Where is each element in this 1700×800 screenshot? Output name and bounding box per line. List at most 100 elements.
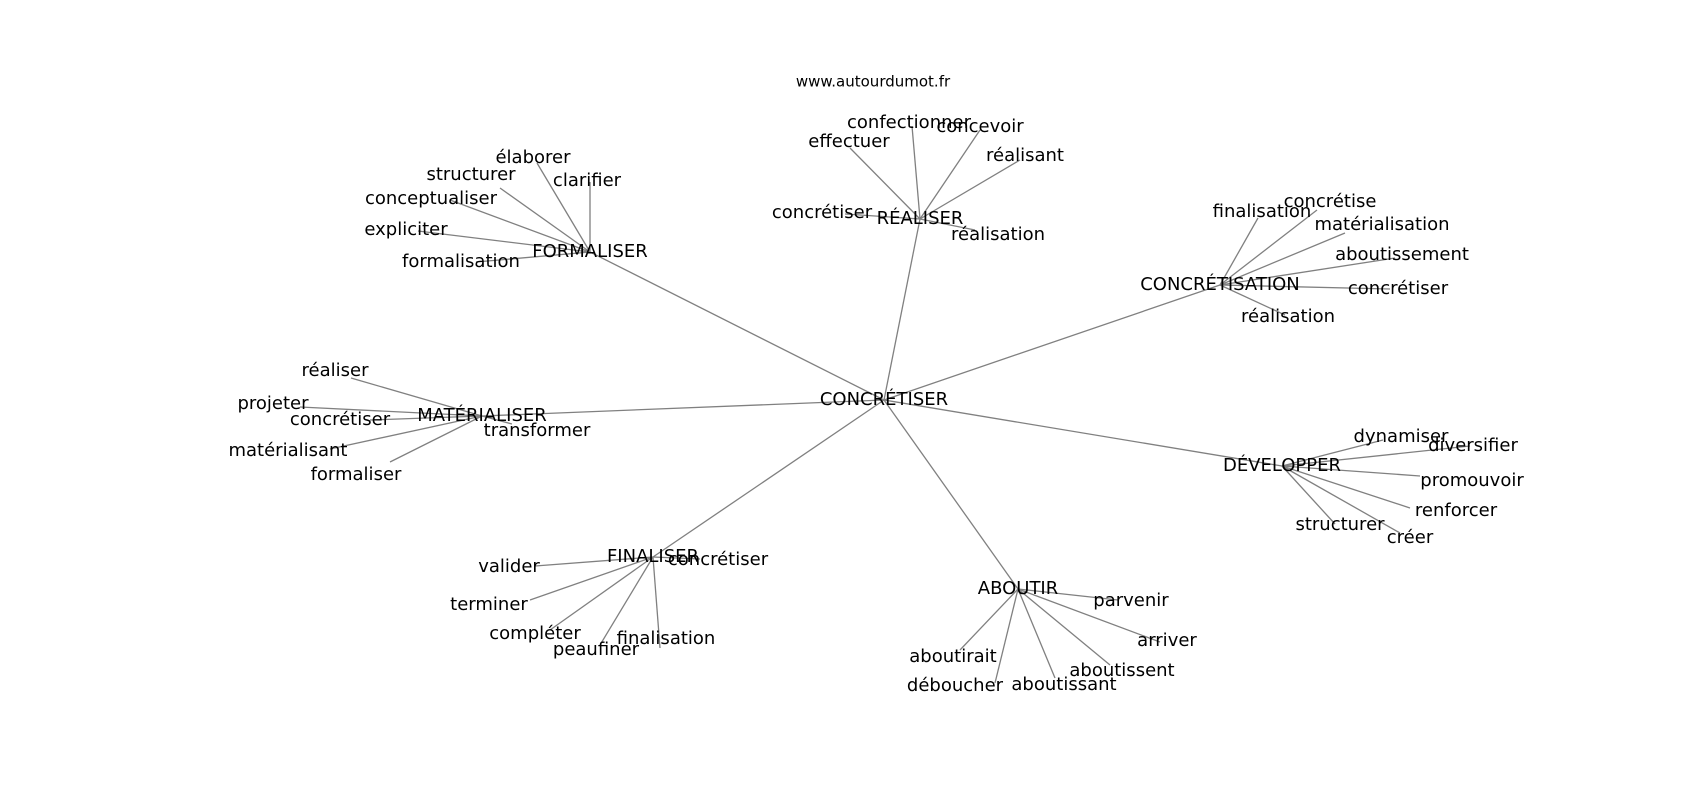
edge-developper-diversifier [1281,445,1471,467]
edge-formaliser-expliciter [417,230,591,253]
node-word-structurer[interactable]: structurer [426,164,516,185]
edge-materialiser-concretiser [369,415,483,421]
node-hub-materialiser[interactable]: MATÉRIALISER [417,404,547,426]
node-word-concretiser[interactable]: concrétiser [290,409,391,430]
edge-center-materialiser [481,399,885,417]
node-word-promouvoir[interactable]: promouvoir [1420,470,1524,491]
edge-materialiser-projeter [299,406,483,417]
edge-concretisation-concretiser [1219,284,1391,290]
node-word-materialisant[interactable]: matérialisant [228,440,347,461]
edge-center-concretisation [883,284,1221,401]
edge-formaliser-structurer [499,187,591,253]
node-word-materialisation[interactable]: matérialisation [1314,214,1449,235]
labels: www.autourdumot.fr CONCRÉTISER FORMALISER… [228,73,1524,697]
edge-finaliser-terminer [529,556,654,601]
edge-realiser-effectuer [849,147,921,220]
edge-realiser-concevoir [919,129,981,220]
edge-finaliser-valider [534,556,654,567]
edge-aboutir-aboutissent [1017,588,1111,666]
edge-aboutir-aboutissant [1017,588,1056,679]
node-hub-finaliser[interactable]: FINALISER [607,546,699,567]
edge-center-aboutir [883,399,1019,590]
edge-finaliser-finalisation [652,556,661,649]
node-word-effectuer[interactable]: effectuer [808,131,890,152]
edge-developper-renforcer [1281,465,1411,509]
node-word-aboutissement[interactable]: aboutissement [1335,244,1469,265]
node-word-formaliser[interactable]: formaliser [311,464,402,485]
edge-developper-dynamiser [1281,439,1384,467]
edge-materialiser-transformer [481,415,513,425]
edge-developper-promouvoir [1281,465,1421,477]
node-word-realiser[interactable]: réaliser [302,360,370,381]
edge-realiser-realisant [919,159,1021,220]
node-word-deboucher[interactable]: déboucher [907,675,1004,696]
node-word-renforcer[interactable]: renforcer [1415,500,1498,521]
edge-developper-creer [1281,465,1401,534]
node-word-terminer[interactable]: terminer [450,594,528,615]
node-center-concretiser[interactable]: CONCRÉTISER [820,388,948,410]
node-word-expliciter[interactable]: expliciter [364,219,448,240]
edge-materialiser-formaliser [389,415,483,463]
edge-aboutir-aboutirait [959,588,1019,651]
node-word-diversifier[interactable]: diversifier [1428,435,1518,456]
node-word-completer[interactable]: compléter [489,623,581,644]
node-word-realisant[interactable]: réalisant [986,145,1064,166]
node-word-confectionner[interactable]: confectionner [847,112,972,133]
node-hub-formaliser[interactable]: FORMALISER [532,241,648,262]
edge-materialiser-materialisant [329,415,483,450]
site-url: www.autourdumot.fr [796,73,951,91]
node-word-arriver[interactable]: arriver [1137,630,1197,651]
edge-concretisation-realisation [1219,284,1286,316]
node-word-realisation[interactable]: réalisation [1241,306,1335,327]
node-word-aboutissent[interactable]: aboutissent [1069,660,1174,681]
node-word-structurer[interactable]: structurer [1295,514,1385,535]
node-hub-concretisation[interactable]: CONCRÉTISATION [1140,273,1300,295]
node-word-finalisation[interactable]: finalisation [617,628,716,649]
node-word-finalisation[interactable]: finalisation [1213,201,1312,222]
edge-aboutir-deboucher [994,588,1019,684]
node-word-concretiser[interactable]: concrétiser [772,202,873,223]
edge-formaliser-conceptualiser [449,199,591,253]
node-word-aboutissant[interactable]: aboutissant [1011,674,1116,695]
edge-center-formaliser [589,251,885,401]
node-word-concevoir[interactable]: concevoir [936,116,1024,137]
edge-finaliser-peaufiner [599,556,654,646]
node-word-concretiser[interactable]: concrétiser [1348,278,1449,299]
edge-center-developper [883,399,1283,467]
edge-aboutir-arriver [1017,588,1161,643]
node-word-clarifier[interactable]: clarifier [553,170,622,191]
edge-realiser-confectionner [911,125,921,220]
edge-concretisation-aboutissement [1219,257,1396,286]
node-word-peaufiner[interactable]: peaufiner [553,639,640,660]
node-word-concretise[interactable]: concrétise [1284,191,1377,212]
edge-concretisation-materialisation [1219,232,1346,286]
node-word-transformer[interactable]: transformer [484,420,591,441]
edge-formaliser-formalisation [475,251,591,263]
node-word-conceptualiser[interactable]: conceptualiser [365,188,498,209]
edge-materialiser-realiser [350,377,483,417]
node-word-realisation[interactable]: réalisation [951,224,1045,245]
node-hub-realiser[interactable]: RÉALISER [877,207,964,229]
node-word-parvenir[interactable]: parvenir [1093,590,1169,611]
node-word-elaborer[interactable]: élaborer [495,147,571,168]
edge-formaliser-elaborer [536,162,591,253]
node-word-formalisation[interactable]: formalisation [402,251,520,272]
node-word-valider[interactable]: valider [478,556,540,577]
edge-center-realiser [883,218,921,401]
edge-realiser-realisation [919,218,976,231]
edge-finaliser-concretiser [652,556,701,560]
edge-concretisation-concretise [1219,209,1318,286]
edge-concretisation-finalisation [1219,217,1259,286]
node-word-creer[interactable]: créer [1387,527,1434,548]
node-hub-aboutir[interactable]: ABOUTIR [978,578,1059,599]
node-word-aboutirait[interactable]: aboutirait [909,646,996,667]
node-hub-developper[interactable]: DÉVELOPPER [1223,454,1341,476]
edge-developper-structurer [1281,465,1336,525]
edges [299,125,1471,684]
node-word-dynamiser[interactable]: dynamiser [1354,426,1450,447]
edge-finaliser-completer [549,556,654,631]
node-word-concretiser[interactable]: concrétiser [668,549,769,570]
node-word-projeter[interactable]: projeter [237,393,309,414]
edge-center-finaliser [652,399,885,558]
